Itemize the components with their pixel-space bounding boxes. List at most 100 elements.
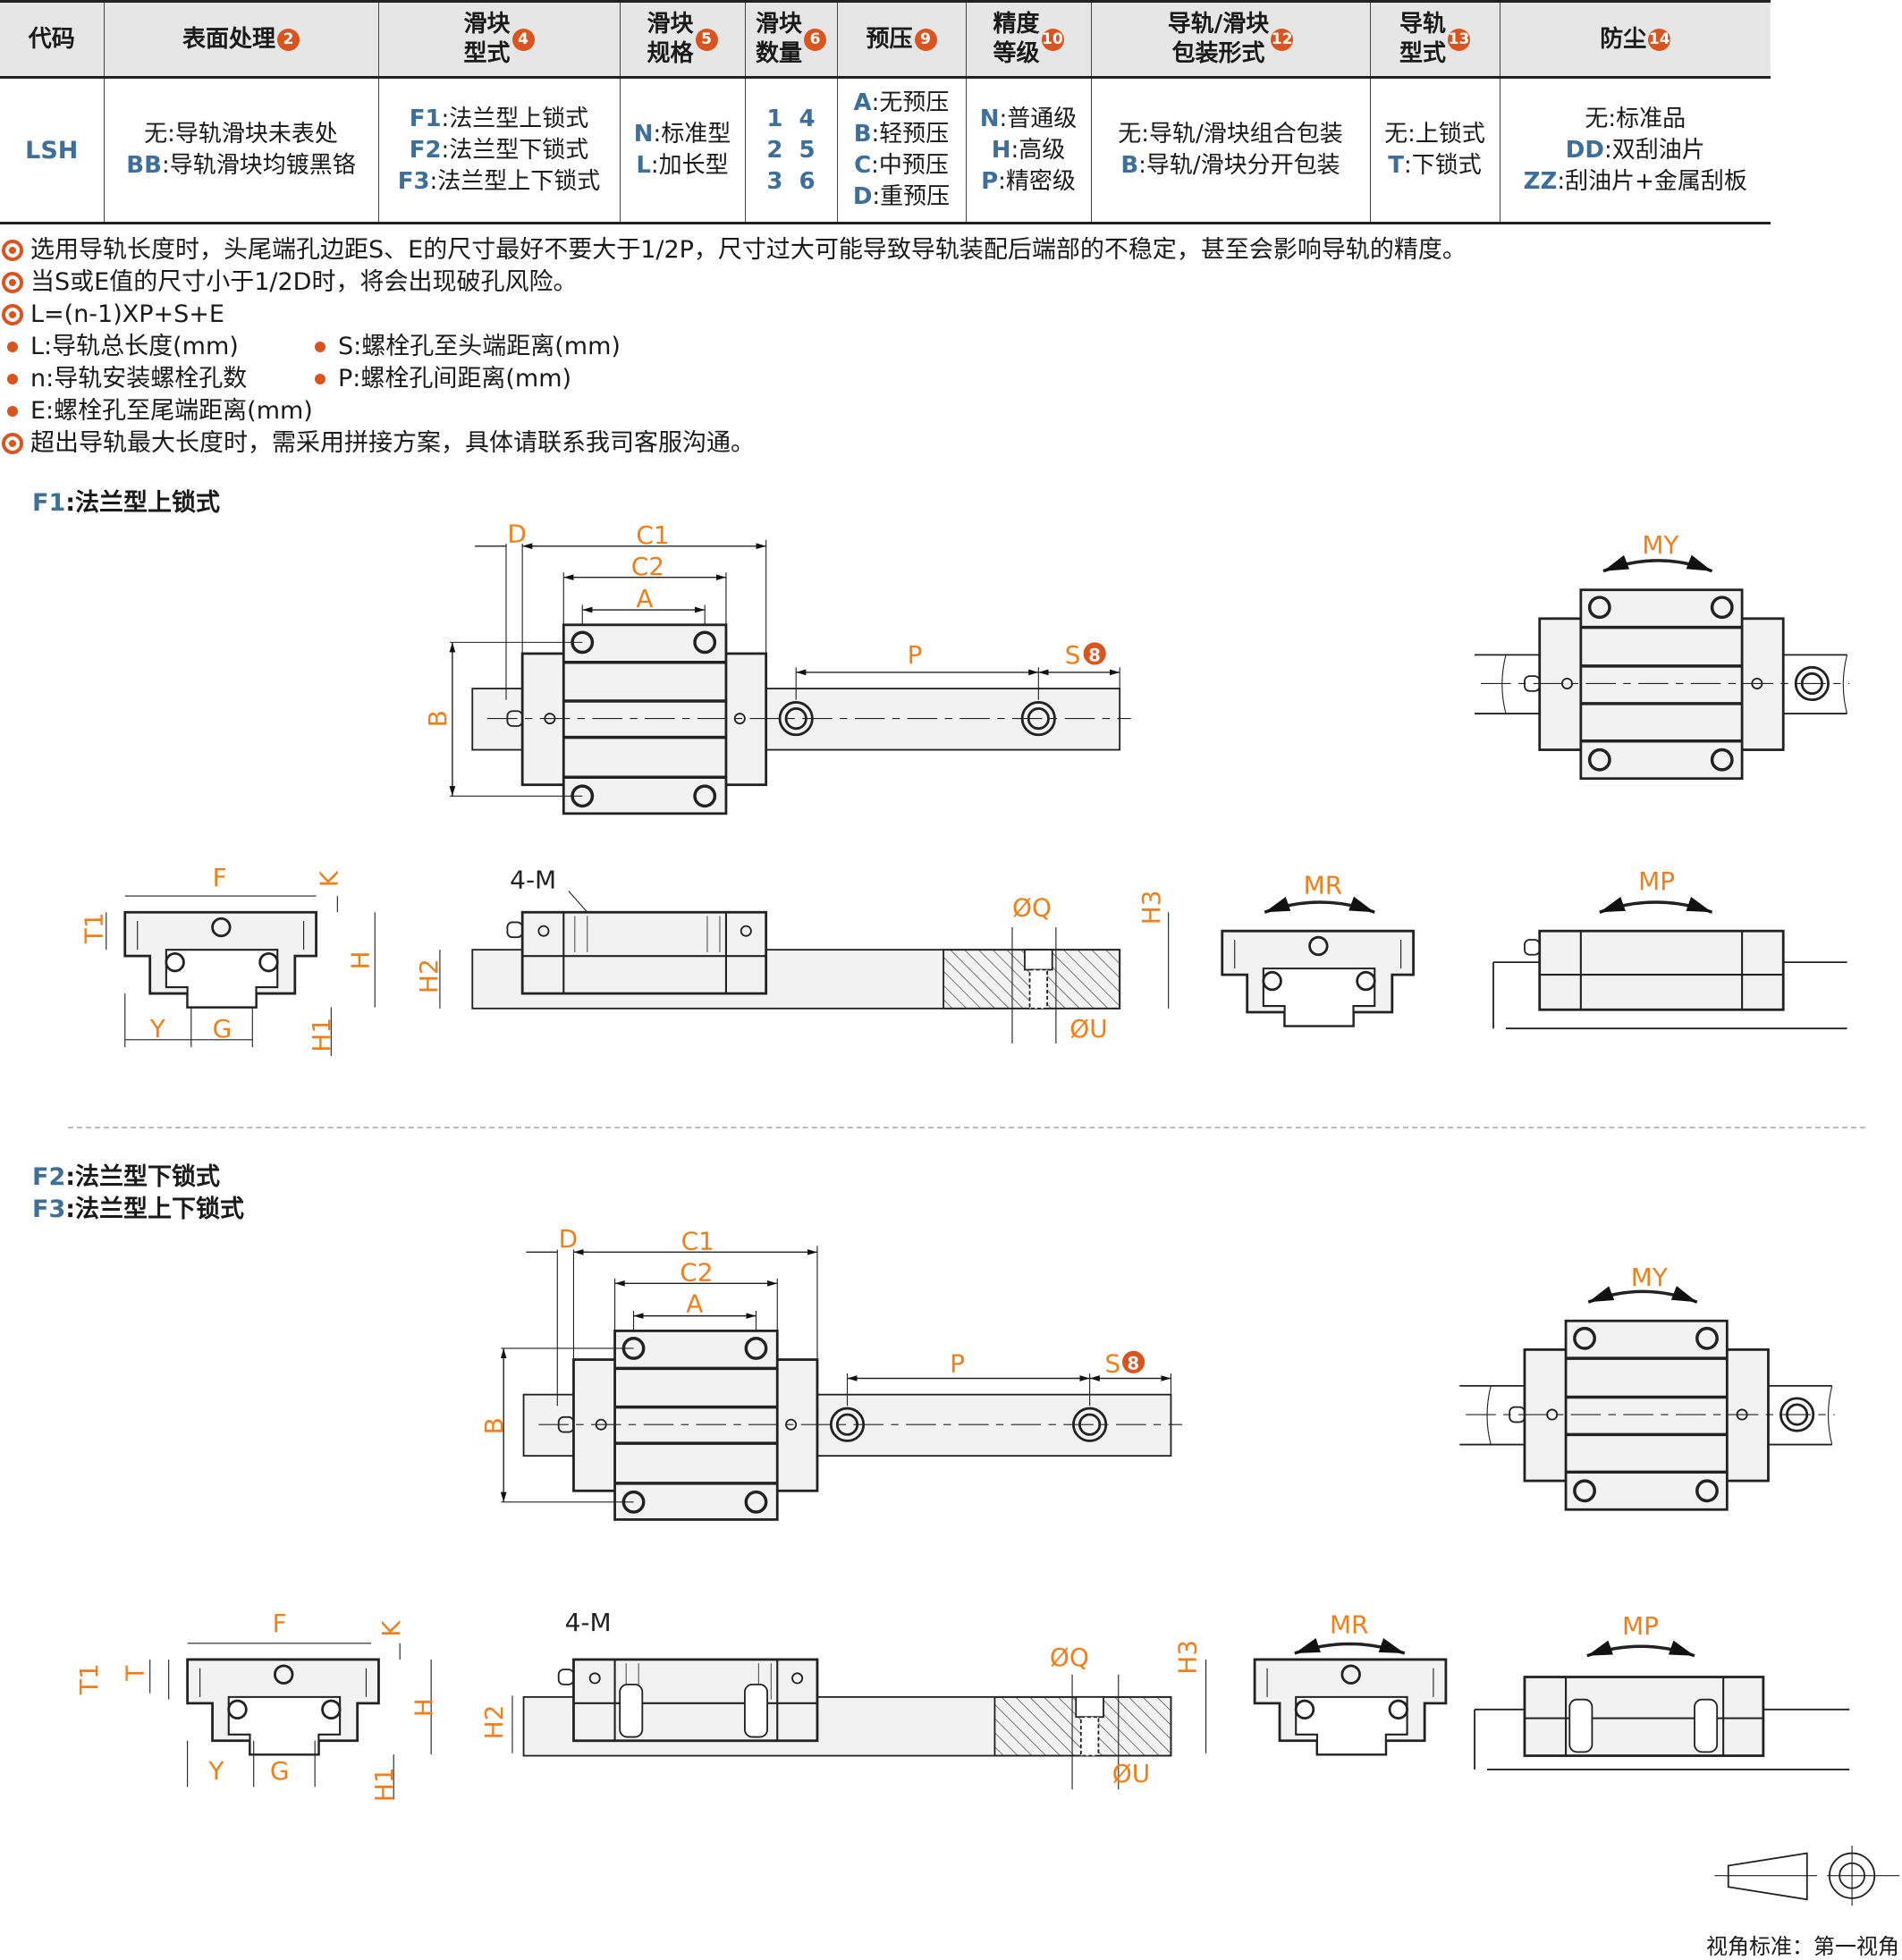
- dim-sub: 1: [74, 1663, 104, 1679]
- column-header: 导轨/滑块 包装形式12: [1090, 0, 1370, 79]
- dim-P: P: [908, 640, 923, 670]
- dim-H1: H1: [307, 1018, 336, 1052]
- dim-H3: H3: [1172, 1640, 1202, 1675]
- f1-top-view: [450, 540, 1131, 814]
- dim-letter: H: [369, 1783, 399, 1802]
- option-line: B:导轨/滑块分开包装: [1094, 150, 1368, 182]
- step-badge: 6: [804, 28, 826, 51]
- dot-bullet-icon: [7, 342, 18, 352]
- dim-Y: Y: [207, 1756, 224, 1786]
- section-title-f3: F3:法兰型上下锁式: [32, 1189, 244, 1224]
- option-code: H: [991, 136, 1011, 164]
- option-code: 3 6: [766, 167, 816, 195]
- f1-mr-view: [1221, 896, 1415, 1027]
- dim-letter: T: [80, 927, 109, 944]
- option-text: :重预压: [872, 183, 951, 210]
- moment-MY: MY: [1631, 1263, 1669, 1292]
- option-code: N: [979, 105, 1000, 132]
- option-text: :普通级: [999, 105, 1078, 132]
- ring-bullet-icon: [2, 272, 23, 293]
- note-text: 超出导轨最大长度时，需采用拼接方案，具体请联系我司客服沟通。: [30, 429, 755, 457]
- dim-sub: 2: [648, 552, 664, 581]
- column-header: 滑块 型式4: [377, 0, 620, 79]
- f2-dimension-labels: D C1 C2 A B P S 8 MY F K T1 T H H1 Y G 4…: [74, 1224, 1669, 1802]
- option-line: LSH: [2, 135, 102, 166]
- moment-MP: MP: [1622, 1611, 1659, 1641]
- option-line: N:普通级: [968, 104, 1089, 135]
- dim-H2: H2: [414, 959, 444, 993]
- option-code: B: [853, 121, 872, 148]
- dim-H: H: [410, 1698, 439, 1717]
- option-text: :刮油片+金属刮板: [1557, 167, 1747, 195]
- option-code: 2 5: [766, 136, 816, 164]
- option-text: :中预压: [871, 152, 949, 179]
- dim-G: G: [213, 1014, 232, 1043]
- moment-MR: MR: [1304, 870, 1343, 900]
- f1-side-view: [439, 891, 1170, 1043]
- note-1: 选用导轨长度时，头尾端孔边距S、E的尺寸最好不要大于1/2P，尺寸过大可能导致导…: [2, 234, 1467, 266]
- dim-G: G: [270, 1756, 290, 1786]
- option-code: A: [853, 89, 872, 116]
- option-line: D:重预压: [840, 182, 964, 213]
- step-badge: 12: [1271, 28, 1294, 51]
- def-P: P:螺栓孔间距离(mm): [309, 363, 571, 395]
- dim-Q: ØQ: [1050, 1643, 1089, 1672]
- dim-C1: C1: [681, 1227, 714, 1256]
- option-text: :无预压: [871, 89, 950, 116]
- dim-sub: 3: [1172, 1640, 1202, 1656]
- column-header: 精度 等级10: [965, 0, 1091, 79]
- option-line: P:精密级: [968, 166, 1089, 198]
- option-code: DD: [1565, 136, 1604, 164]
- option-text: 无:标准品: [1585, 105, 1686, 132]
- option-code: ZZ: [1523, 167, 1558, 195]
- dim-D: D: [507, 520, 527, 549]
- dim-C2: C2: [680, 1257, 713, 1287]
- dim-H1: H1: [369, 1767, 399, 1802]
- option-line: B:轻预压: [840, 119, 964, 150]
- option-text: :导轨/滑块分开包装: [1138, 152, 1340, 179]
- dim-U: ØU: [1112, 1759, 1150, 1788]
- note-text: S:螺栓孔至头端距离(mm): [338, 333, 621, 360]
- dim-sub: R: [1351, 1610, 1368, 1640]
- dim-sub: 1: [307, 1018, 336, 1034]
- column-header-label: 滑块 数量: [755, 11, 802, 67]
- dim-H3: H3: [1137, 890, 1166, 925]
- dim-letter: M: [1631, 1263, 1653, 1292]
- dim-sub: 1: [369, 1767, 399, 1783]
- option-code: F1: [409, 105, 442, 132]
- ring-bullet-icon: [2, 304, 23, 325]
- badge-8: [1083, 642, 1106, 665]
- moment-MR: MR: [1330, 1610, 1369, 1640]
- def-L: L:导轨总长度(mm): [2, 331, 239, 363]
- note-text: L=(n-1)XP+S+E: [30, 300, 224, 328]
- note-text: L:导轨总长度(mm): [30, 333, 239, 360]
- option-line: L:加长型: [622, 150, 743, 182]
- type-title: :法兰型上锁式: [65, 489, 221, 517]
- dim-letter: C: [631, 552, 649, 581]
- dim-letter: M: [1330, 1610, 1351, 1640]
- step-badge: 2: [277, 28, 300, 51]
- option-text: 无:上锁式: [1384, 121, 1485, 148]
- option-code: B: [1120, 152, 1139, 179]
- table-cell: LSH: [0, 77, 104, 224]
- badge-8-text: 8: [1128, 1354, 1140, 1374]
- dim-D: D: [559, 1224, 579, 1254]
- dim-Y: Y: [149, 1014, 166, 1043]
- column-header: 代码: [0, 0, 104, 79]
- dim-letter: M: [1304, 870, 1325, 900]
- dot-bullet-icon: [7, 374, 18, 384]
- option-text: 无:导轨/滑块组合包装: [1118, 121, 1343, 148]
- first-angle-projection-icon: [1714, 1846, 1900, 1906]
- section-divider: [68, 1127, 1865, 1128]
- f1-end-view: [106, 895, 376, 1056]
- dim-letter: C: [681, 1227, 699, 1256]
- dim-sub: 2: [414, 959, 444, 975]
- type-title: :法兰型下锁式: [65, 1163, 221, 1191]
- option-line: BB:导轨滑块均镀黑铬: [106, 150, 376, 182]
- f2-right-view: [1459, 1291, 1834, 1509]
